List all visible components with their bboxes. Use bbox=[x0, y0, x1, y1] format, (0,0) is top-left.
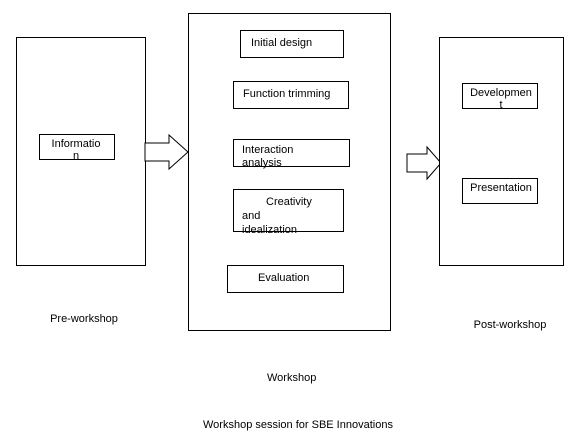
pre-workshop-label: Pre-workshop bbox=[50, 313, 118, 325]
information-label: Information bbox=[51, 138, 101, 162]
interaction-analysis-box: Interaction analysis bbox=[233, 139, 350, 169]
initial-design-box: Initial design bbox=[240, 30, 344, 58]
information-box: Information bbox=[39, 134, 115, 162]
creativity-box bbox=[233, 189, 344, 232]
interaction-analysis-label: Interaction analysis bbox=[242, 144, 294, 169]
function-trimming-label: Function trimming bbox=[243, 88, 331, 100]
post-workshop-label: Post-workshop bbox=[473, 319, 547, 331]
arrow-to-workshop bbox=[144, 133, 189, 171]
development-box: Development bbox=[462, 83, 538, 111]
initial-design-label: Initial design bbox=[251, 37, 313, 49]
diagram-caption: Workshop session for SBE Innovations bbox=[203, 419, 393, 431]
presentation-box: Presentation bbox=[462, 178, 538, 204]
post-workshop-frame bbox=[439, 37, 564, 266]
function-trimming-box: Function trimming bbox=[233, 81, 349, 109]
workshop-label: Workshop bbox=[267, 372, 317, 384]
evaluation-box: Evaluation bbox=[227, 265, 344, 293]
arrow-to-post-workshop bbox=[406, 145, 442, 181]
evaluation-label: Evaluation bbox=[258, 272, 310, 284]
presentation-label: Presentation bbox=[470, 182, 532, 194]
creativity-label: Creativity and idealization bbox=[242, 196, 312, 236]
development-label: Development bbox=[470, 87, 532, 111]
